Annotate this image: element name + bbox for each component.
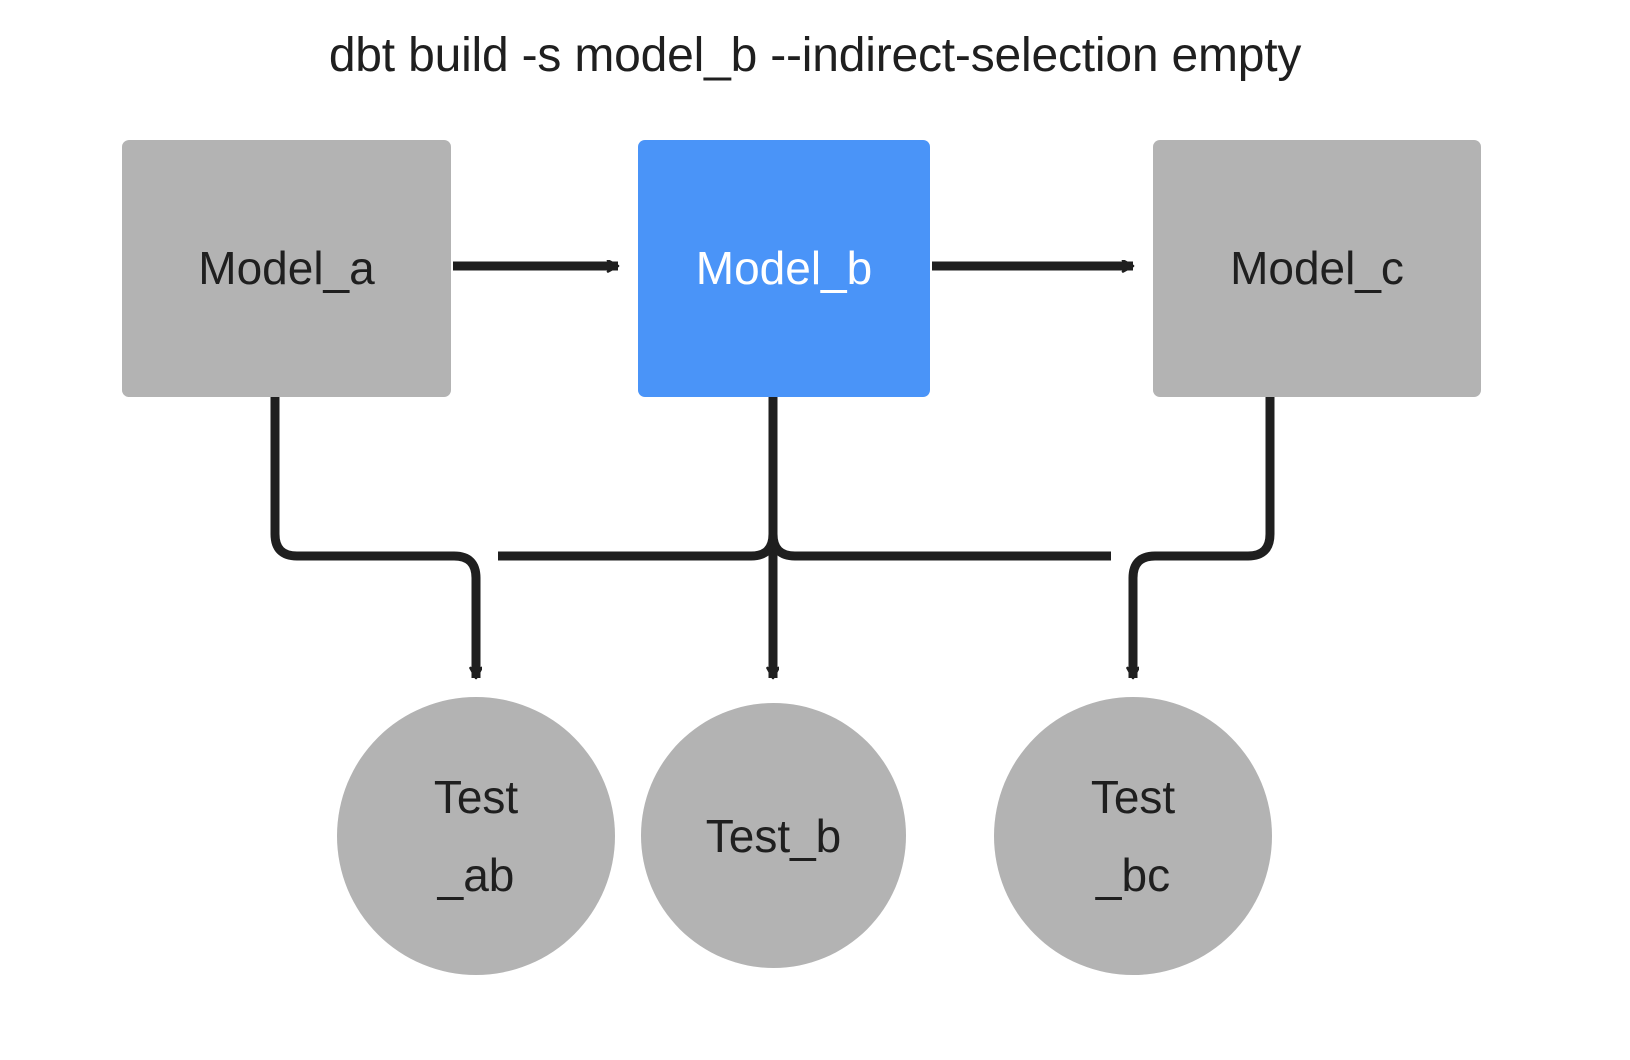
node-model-c[interactable]: Model_c — [1153, 140, 1481, 397]
edge-model-b-to-test-bc — [768, 397, 1111, 561]
node-model-b[interactable]: Model_b — [638, 140, 930, 397]
node-model-b-label: Model_b — [695, 242, 873, 295]
node-test-ab-label-line1: Test — [433, 771, 519, 823]
node-test-ab-label-line2: _ab — [437, 849, 515, 901]
node-test-ab[interactable]: Test _ab — [337, 697, 615, 975]
edge-model-a-to-test-ab — [270, 397, 476, 678]
edge-model-b-to-test-ab — [498, 397, 778, 561]
node-model-a[interactable]: Model_a — [122, 140, 451, 397]
node-test-b-label-line1: Test_b — [705, 809, 842, 862]
node-model-c-label: Model_c — [1230, 242, 1404, 295]
edge-model-c-to-test-bc — [1133, 397, 1275, 678]
node-test-b[interactable]: Test_b — [641, 703, 906, 968]
node-test-bc-label-line1: Test — [1090, 771, 1176, 823]
diagram-title: dbt build -s model_b --indirect-selectio… — [328, 29, 1302, 82]
node-test-bc-label-line2: _bc — [1095, 849, 1171, 901]
node-test-bc[interactable]: Test _bc — [994, 697, 1272, 975]
node-model-a-label: Model_a — [198, 242, 375, 295]
